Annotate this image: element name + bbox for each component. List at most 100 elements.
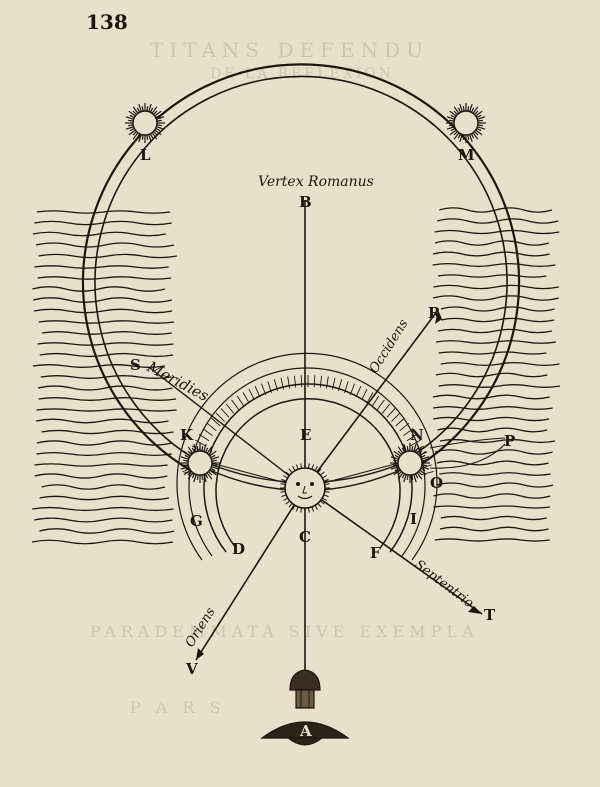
cloud-stroke bbox=[33, 297, 172, 303]
page-number: 138 bbox=[86, 10, 128, 34]
shell-tick bbox=[391, 412, 401, 422]
cloud-stroke bbox=[434, 449, 553, 455]
cloud-stroke bbox=[439, 438, 556, 444]
shell-tick bbox=[300, 375, 303, 388]
shell-tick bbox=[399, 422, 410, 432]
central-sun-face-icon bbox=[280, 463, 330, 513]
shell-tick bbox=[242, 392, 250, 404]
cloud-stroke bbox=[39, 528, 175, 534]
shell-tick bbox=[361, 388, 368, 401]
cloud-stroke bbox=[41, 429, 174, 435]
cloud-stroke bbox=[34, 265, 169, 269]
cloud-stroke bbox=[438, 328, 553, 334]
cloud-stroke bbox=[435, 340, 557, 344]
shell-tick bbox=[420, 464, 432, 469]
line-c-to-v bbox=[195, 487, 306, 661]
shell-tick bbox=[409, 439, 421, 447]
shell-tick bbox=[381, 403, 391, 414]
label-r: R bbox=[428, 304, 441, 322]
cloud-stroke bbox=[434, 229, 560, 235]
cloud-stroke bbox=[433, 493, 551, 499]
shell-tick bbox=[338, 379, 343, 392]
cloud-stroke bbox=[35, 418, 169, 424]
cloud-stroke bbox=[41, 484, 166, 490]
label-v: V bbox=[185, 660, 198, 678]
cloud-stroke bbox=[37, 276, 172, 280]
label-c: C bbox=[299, 528, 311, 546]
label-g: G bbox=[190, 512, 203, 530]
shell-tick bbox=[332, 377, 336, 390]
label-f: F bbox=[370, 544, 381, 562]
show-through-title: TITANS DEFENDU bbox=[150, 38, 429, 62]
shell-tick bbox=[260, 383, 267, 395]
label-s: S bbox=[130, 356, 141, 374]
cloud-hatching-right bbox=[432, 207, 561, 542]
cloud-stroke bbox=[32, 231, 166, 237]
shell-tick bbox=[371, 395, 380, 407]
shell-tick bbox=[254, 386, 261, 398]
cloud-stroke bbox=[432, 394, 550, 400]
shell-tick bbox=[195, 439, 207, 447]
cloud-stroke bbox=[435, 372, 548, 378]
cloud-stroke bbox=[31, 539, 174, 545]
label-o: O bbox=[430, 474, 443, 492]
shell-tick bbox=[421, 470, 434, 475]
cloud-stroke bbox=[41, 331, 172, 335]
earth-shell-hatching bbox=[182, 375, 434, 475]
cloud-stroke bbox=[34, 463, 168, 467]
cloud-stroke bbox=[434, 240, 550, 246]
shell-tick bbox=[403, 428, 414, 436]
show-through-heading: PARADEMMATA SIVE EXEMPLA bbox=[90, 622, 479, 641]
cloud-stroke bbox=[35, 242, 175, 248]
label-d: D bbox=[232, 540, 245, 558]
label-t: T bbox=[484, 606, 496, 624]
shell-tick bbox=[395, 417, 405, 427]
cloud-stroke bbox=[37, 342, 174, 346]
inscription-oriens: Oriens bbox=[183, 605, 219, 650]
inscription-meridies: Meridies bbox=[143, 357, 212, 405]
cloud-stroke bbox=[440, 361, 560, 367]
lantern-icon bbox=[260, 669, 350, 746]
label-l: L bbox=[140, 146, 151, 164]
label-p: P bbox=[504, 432, 515, 450]
label-b: B bbox=[299, 193, 312, 211]
cloud-stroke bbox=[34, 473, 168, 479]
label-n: N bbox=[410, 426, 424, 444]
shell-tick bbox=[248, 388, 255, 401]
line-s-to-c bbox=[149, 367, 306, 489]
shell-tick bbox=[211, 417, 221, 427]
arrow-v-icon bbox=[196, 648, 204, 660]
arrow-t-icon bbox=[468, 606, 482, 614]
cloud-stroke bbox=[432, 406, 553, 410]
ray-to-p-lower bbox=[429, 443, 506, 469]
shell-tick bbox=[225, 403, 235, 414]
cloud-stroke bbox=[432, 263, 556, 267]
shell-tick bbox=[313, 375, 316, 388]
inscription-occidens: Occidens bbox=[367, 317, 412, 376]
inscription-septentrio: Septentrio bbox=[412, 557, 477, 611]
label-k: K bbox=[180, 426, 194, 444]
cloud-stroke bbox=[39, 495, 170, 501]
cloud-stroke bbox=[441, 317, 555, 323]
cloud-stroke bbox=[432, 251, 550, 257]
inscription-vertex-romanus: Vertex Romanus bbox=[258, 174, 374, 190]
cloud-stroke bbox=[437, 427, 548, 433]
outer-orbit-ring bbox=[81, 63, 521, 471]
sun-k-icon bbox=[180, 443, 220, 483]
cloud-stroke bbox=[34, 517, 173, 523]
cloud-stroke bbox=[439, 526, 549, 532]
cloud-stroke bbox=[37, 385, 173, 391]
shell-tick bbox=[344, 381, 349, 393]
cloud-stroke bbox=[32, 506, 174, 512]
cloud-stroke bbox=[440, 306, 555, 312]
cloud-stroke bbox=[36, 210, 171, 214]
cloud-stroke bbox=[432, 295, 559, 301]
cloud-stroke bbox=[438, 384, 561, 388]
shell-tick bbox=[267, 381, 272, 393]
cloud-stroke bbox=[36, 452, 172, 456]
cloud-stroke bbox=[436, 460, 549, 466]
shell-tick bbox=[206, 422, 217, 432]
cloud-stroke bbox=[38, 253, 178, 259]
